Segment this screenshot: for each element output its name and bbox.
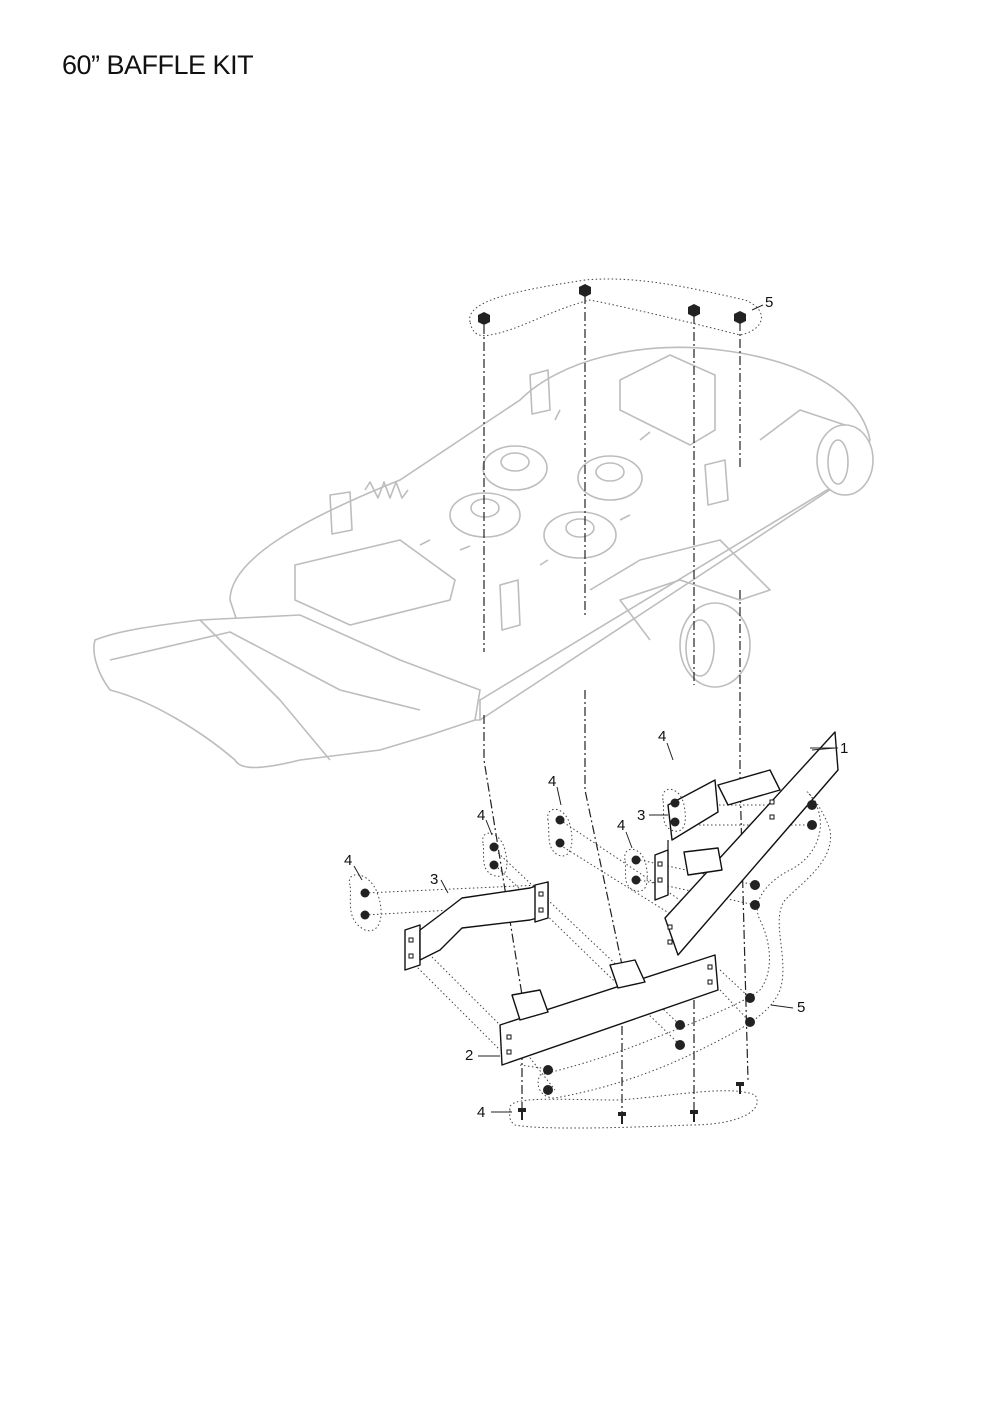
bolt-icon [360, 888, 370, 898]
callout-5-top: 5 [765, 294, 773, 311]
bolt-group-upper [662, 788, 686, 832]
bolt-icon [618, 1112, 626, 1124]
bolt-icon [489, 860, 499, 870]
callout-4-left: 4 [344, 852, 352, 869]
nut-icon [478, 312, 490, 325]
nut-icon [745, 993, 755, 1003]
bolt-icon [518, 1108, 526, 1120]
bolt-group-left [348, 874, 382, 932]
bolt-icon [555, 815, 565, 825]
baffle-part-2 [499, 954, 719, 1066]
nut-icon [688, 304, 700, 317]
nut-icon [750, 900, 760, 910]
bolt-group-center [624, 848, 648, 892]
callout-3-lower: 3 [430, 871, 438, 888]
top-nut-group [469, 278, 762, 337]
nut-icon [543, 1085, 553, 1095]
bolt-icon [489, 842, 499, 852]
nut-icon [734, 311, 746, 324]
bolt-icon [690, 1110, 698, 1122]
mower-deck [93, 346, 874, 769]
bolt-icon [670, 798, 680, 808]
nut-icon [543, 1065, 553, 1075]
nut-icon [745, 1017, 755, 1027]
callout-4-bottom: 4 [477, 1104, 485, 1121]
bolt-group-mid [547, 808, 573, 857]
bolt-icon [360, 910, 370, 920]
callout-4-center: 4 [617, 817, 625, 834]
callout-4-upper: 4 [658, 728, 666, 745]
bolt-icon [555, 838, 565, 848]
callout-5-lower: 5 [797, 999, 805, 1016]
callout-leaders [353, 304, 838, 1113]
nut-icon [807, 800, 817, 810]
nut-icon [750, 880, 760, 890]
baffle-part-1 [664, 731, 839, 956]
nut-icon [579, 284, 591, 297]
bolt-icon [631, 855, 641, 865]
bolt-icon [670, 817, 680, 827]
spacer-part-3-upper [654, 779, 719, 901]
callout-4-mid-left: 4 [477, 807, 485, 824]
callout-4-mid: 4 [548, 773, 556, 790]
callout-2: 2 [465, 1047, 473, 1064]
nut-icon [675, 1020, 685, 1030]
nut-icon [675, 1040, 685, 1050]
callout-3-upper: 3 [637, 807, 645, 824]
spacer-part-3-lower [404, 881, 549, 971]
bolt-group-mid-left [482, 832, 508, 877]
bolt-group-bottom [509, 1082, 758, 1129]
nut-icon [807, 820, 817, 830]
page-title: 60” BAFFLE KIT [62, 50, 254, 80]
bottom-nut-group [537, 791, 831, 1099]
callout-1: 1 [840, 740, 848, 757]
callout-labels: 5 1 4 4 3 4 4 4 3 5 2 4 [344, 294, 848, 1121]
bolt-icon [631, 875, 641, 885]
bolt-icon [736, 1082, 744, 1094]
